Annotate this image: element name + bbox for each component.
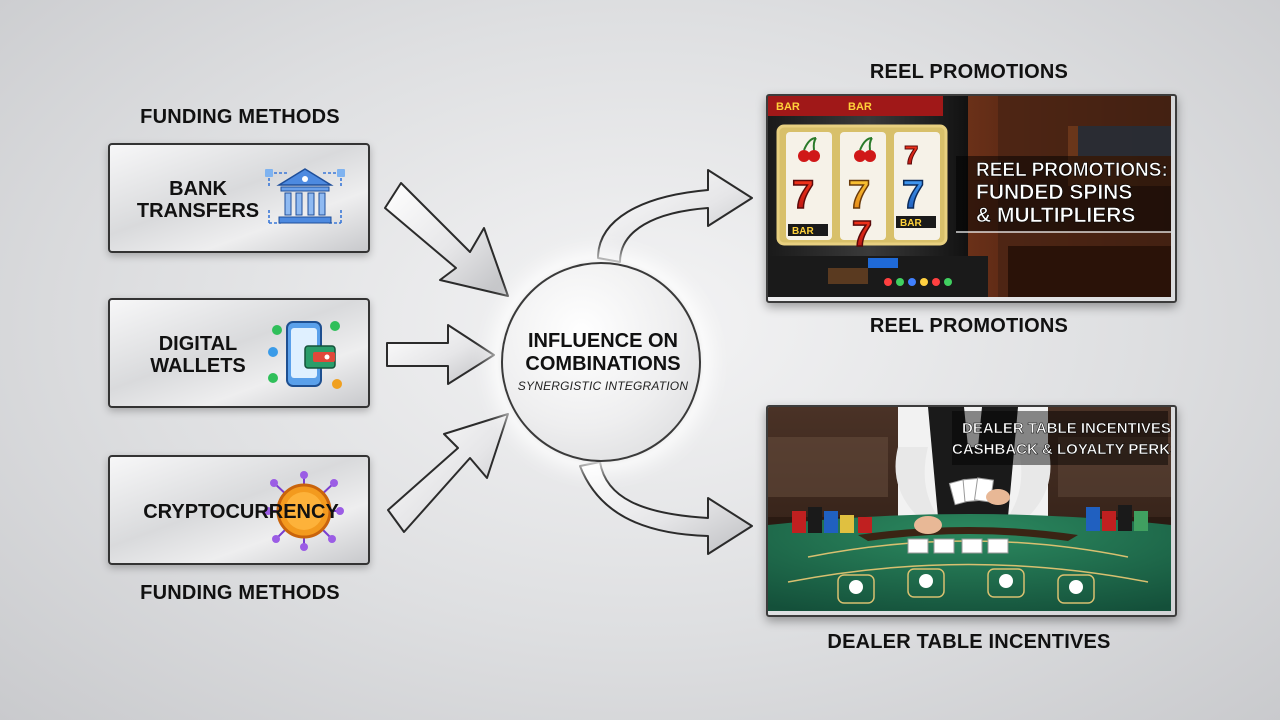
chip-stacks	[792, 505, 1148, 533]
funding-box-cryptocurrency: CRYPTOCURRENCY	[108, 455, 370, 565]
funding-heading-bottom: FUNDING METHODS	[140, 582, 340, 604]
cherry-icon	[854, 137, 876, 162]
center-title: INFLUENCE ON COMBINATIONS	[525, 330, 681, 375]
reel-overlay-line3: & MULTIPLIERS	[976, 204, 1135, 227]
svg-text:BAR: BAR	[848, 101, 872, 113]
reel-heading-top: REEL PROMOTIONS	[869, 61, 1069, 83]
arrow-wallet-to-center	[386, 324, 495, 385]
dealer-overlay-line2: CASHBACK & LOYALTY PERKS	[952, 441, 1171, 458]
funding-box-digital-wallets: DIGITAL WALLETS	[108, 298, 370, 408]
reel-bar-symbol-left: BAR	[792, 226, 814, 237]
reel-seven-left: 7	[792, 173, 814, 217]
reel-seven-middle: 7	[848, 173, 870, 217]
reel-promotions-image: BAR BAR 7 7 7 7 7 BAR BAR	[766, 94, 1177, 303]
reel-seven-top: 7	[904, 140, 918, 170]
funding-box-bank-transfers: BANK TRANSFERS	[108, 143, 370, 253]
cherry-icon	[798, 137, 820, 162]
funding-heading-top: FUNDING METHODS	[140, 106, 340, 128]
center-subtitle: SYNERGISTIC INTEGRATION	[517, 379, 689, 393]
phone-wallet-icon	[268, 321, 342, 389]
reel-overlay-line1: REEL PROMOTIONS:	[976, 160, 1168, 181]
center-influence-circle: INFLUENCE ON COMBINATIONS SYNERGISTIC IN…	[501, 262, 701, 462]
bank-icon	[265, 168, 345, 224]
funding-label-crypto: CRYPTOCURRENCY	[143, 501, 339, 523]
arrow-crypto-to-center	[387, 413, 509, 533]
reel-seven-right: 7	[902, 173, 924, 217]
funding-label-bank: BANK TRANSFERS	[136, 178, 260, 222]
reel-seven-bottom: 7	[852, 213, 872, 254]
reel-bar-symbol-right: BAR	[900, 218, 922, 229]
dealer-overlay-line1: DEALER TABLE INCENTIVES:	[962, 420, 1171, 437]
arrow-bank-to-center	[384, 182, 509, 297]
dealer-table-image: DEALER TABLE INCENTIVES: CASHBACK & LOYA…	[766, 405, 1177, 617]
slot-machine-illustration: BAR BAR 7 7 7 7 7 BAR BAR	[768, 96, 1171, 297]
arrow-center-to-dealer	[579, 461, 753, 555]
reel-heading-bottom: REEL PROMOTIONS	[869, 315, 1069, 337]
reel-overlay-line2: FUNDED SPINS	[976, 181, 1132, 204]
dealer-table-illustration: DEALER TABLE INCENTIVES: CASHBACK & LOYA…	[768, 407, 1175, 611]
arrow-center-to-reel	[597, 169, 753, 263]
svg-text:BAR: BAR	[776, 101, 800, 113]
crypto-coin-icon	[264, 471, 344, 551]
funding-label-wallets: DIGITAL WALLETS	[150, 333, 246, 377]
dealer-heading: DEALER TABLE INCENTIVES	[827, 631, 1111, 653]
playing-cards	[907, 477, 1009, 554]
